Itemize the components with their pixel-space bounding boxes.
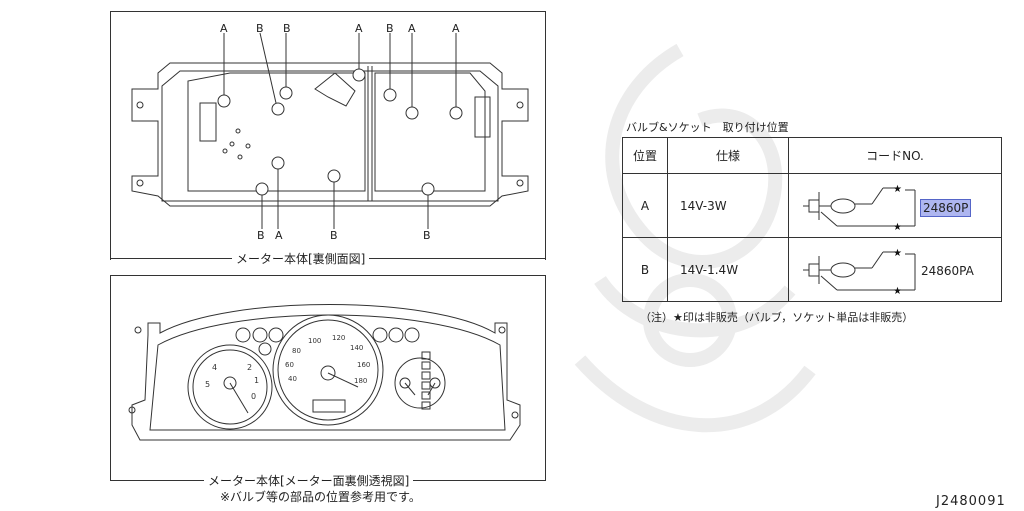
face-view-note: ※バルブ等の部品の位置参考用です。	[216, 488, 425, 505]
header-code: コードNO.	[788, 137, 1002, 174]
label-bottom-3: B	[330, 229, 338, 242]
svg-text:1: 1	[254, 376, 259, 385]
face-view-drawing: 5 4 2 1 0 100 120 140 160 80 60 40 180	[128, 304, 521, 441]
label-top-2: B	[256, 22, 264, 35]
svg-text:60: 60	[285, 361, 294, 369]
label-top-3: B	[283, 22, 291, 35]
face-view-caption: メーター本体[メーター面裏側透視図]	[204, 472, 414, 489]
label-top-1: A	[220, 22, 228, 35]
svg-text:2: 2	[247, 363, 252, 372]
svg-text:80: 80	[292, 347, 301, 355]
row-b-spec: 14V-1.4W	[667, 237, 789, 302]
svg-text:100: 100	[308, 337, 321, 345]
row-a-code: 24860P	[919, 199, 972, 217]
svg-text:0: 0	[251, 392, 256, 401]
table-note: （注）★印は非販売（バルブ，ソケット単品は非販売）	[640, 311, 914, 324]
table-row: A 14V-3W ★ ★ 24860P	[622, 173, 1002, 238]
label-bottom-4: B	[423, 229, 431, 242]
svg-text:180: 180	[354, 377, 367, 385]
svg-text:160: 160	[357, 361, 370, 369]
table-title: バルブ&ソケット 取り付け位置	[626, 121, 789, 134]
diagram-id: J2480091	[936, 494, 1006, 509]
svg-text:★: ★	[893, 222, 902, 233]
parts-table: 位置 仕様 コードNO. A 14V-3W ★ ★	[622, 137, 1002, 302]
row-a-code-cell: ★ ★ 24860P	[788, 173, 1002, 238]
label-bottom-1: B	[257, 229, 265, 242]
svg-text:5: 5	[205, 380, 210, 389]
row-b-position: B	[622, 237, 668, 302]
svg-text:★: ★	[893, 184, 902, 195]
svg-text:120: 120	[332, 334, 345, 342]
label-top-5: B	[386, 22, 394, 35]
label-bottom-2: A	[275, 229, 283, 242]
svg-text:★: ★	[893, 286, 902, 297]
header-spec: 仕様	[667, 137, 789, 174]
rear-view-caption: メーター本体[裏側面図]	[232, 250, 370, 267]
row-b-code-cell: ★ ★ 24860PA	[788, 237, 1002, 302]
bulb-socket-icon: ★ ★	[803, 248, 916, 297]
rear-view-panel	[110, 11, 546, 260]
row-a-spec: 14V-3W	[667, 173, 789, 238]
row-b-code: 24860PA	[921, 264, 974, 278]
svg-text:140: 140	[350, 344, 363, 352]
bulb-socket-icon: ★ ★	[803, 184, 916, 233]
svg-text:★: ★	[893, 248, 902, 259]
table-row: B 14V-1.4W ★ ★ 24860PA	[622, 237, 1002, 302]
svg-text:40: 40	[288, 375, 297, 383]
label-top-6: A	[408, 22, 416, 35]
label-top-7: A	[452, 22, 460, 35]
label-top-4: A	[355, 22, 363, 35]
face-view-panel	[110, 275, 546, 481]
svg-text:4: 4	[212, 363, 217, 372]
rear-view-drawing	[131, 32, 529, 229]
row-a-position: A	[622, 173, 668, 238]
header-position: 位置	[622, 137, 668, 174]
